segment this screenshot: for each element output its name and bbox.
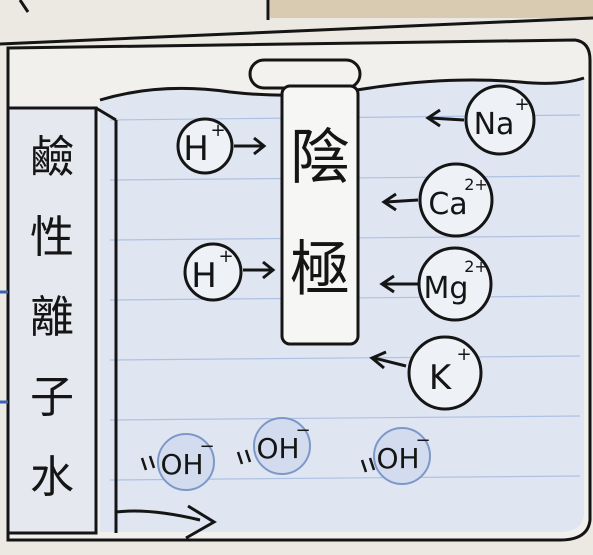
outflow-arrow-line	[115, 509, 201, 522]
column-char-5: 水	[30, 452, 74, 503]
motion-marks	[360, 457, 376, 473]
oh-minus-ion-2: OH −	[236, 417, 311, 475]
water-surface-line	[99, 76, 585, 102]
motion-marks	[140, 455, 156, 471]
electrode-char-2: 極	[290, 235, 350, 305]
ion-charge: +	[514, 94, 529, 115]
oh-minus-ion-1: OH −	[140, 433, 215, 491]
arrow-left-ca	[381, 192, 419, 212]
ion-charge: 2+	[464, 257, 488, 276]
electrode-char-1: 陰	[290, 123, 350, 193]
ion-symbol: OH	[160, 448, 203, 481]
oh-minus-ion-3: OH −	[360, 427, 431, 485]
ion-circle	[407, 335, 483, 411]
ion-circle	[373, 427, 431, 485]
arrow-right-1	[234, 136, 267, 156]
electrode-cap	[248, 58, 362, 90]
ion-symbol: Na	[474, 107, 515, 142]
column-char-2: 性	[30, 212, 74, 263]
k-plus-ion: K +	[407, 335, 483, 411]
h-plus-ion-1: H +	[176, 117, 234, 175]
column-char-4: 子	[30, 372, 74, 423]
outflow-arrow-head	[185, 504, 217, 540]
arrow-left-na	[425, 108, 465, 128]
left-column-edge	[95, 106, 117, 122]
ion-charge: −	[295, 420, 310, 441]
left-column-box	[6, 106, 98, 535]
column-char-1: 鹼	[30, 132, 74, 183]
ion-circle	[183, 242, 243, 302]
ion-charge: +	[456, 344, 471, 365]
ion-circle	[157, 433, 215, 491]
ion-circle	[464, 84, 536, 156]
ion-symbol: OH	[376, 442, 419, 475]
ion-symbol: H	[191, 256, 217, 296]
na-plus-ion: Na +	[464, 84, 536, 156]
column-char-3: 離	[30, 292, 74, 343]
arrow-left-mg	[379, 274, 418, 294]
ion-circle	[417, 246, 493, 322]
ion-circle	[253, 417, 311, 475]
ion-charge: −	[199, 436, 214, 457]
margin-marks	[0, 290, 8, 404]
ca-2plus-ion: Ca 2+	[418, 162, 494, 238]
ion-charge: +	[218, 246, 233, 267]
top-left-stroke	[18, 0, 30, 13]
ion-circle	[418, 162, 494, 238]
ion-charge: +	[210, 120, 225, 141]
motion-marks	[236, 449, 252, 465]
electrode-body	[280, 84, 360, 346]
ion-symbol: Ca	[428, 187, 467, 222]
ion-charge: 2+	[464, 175, 488, 194]
ion-symbol: OH	[256, 432, 299, 465]
ion-charge: −	[415, 430, 430, 451]
ion-symbol: K	[429, 358, 453, 398]
ion-circle	[176, 117, 234, 175]
h-plus-ion-2: H +	[183, 242, 243, 302]
ion-symbol: Mg	[424, 271, 469, 306]
top-edge-line	[0, 16, 593, 46]
arrow-left-k	[369, 350, 407, 370]
mg-2plus-ion: Mg 2+	[417, 246, 493, 322]
top-tan-strip	[270, 0, 593, 18]
arrow-right-2	[243, 260, 276, 280]
ion-symbol: H	[183, 129, 209, 169]
